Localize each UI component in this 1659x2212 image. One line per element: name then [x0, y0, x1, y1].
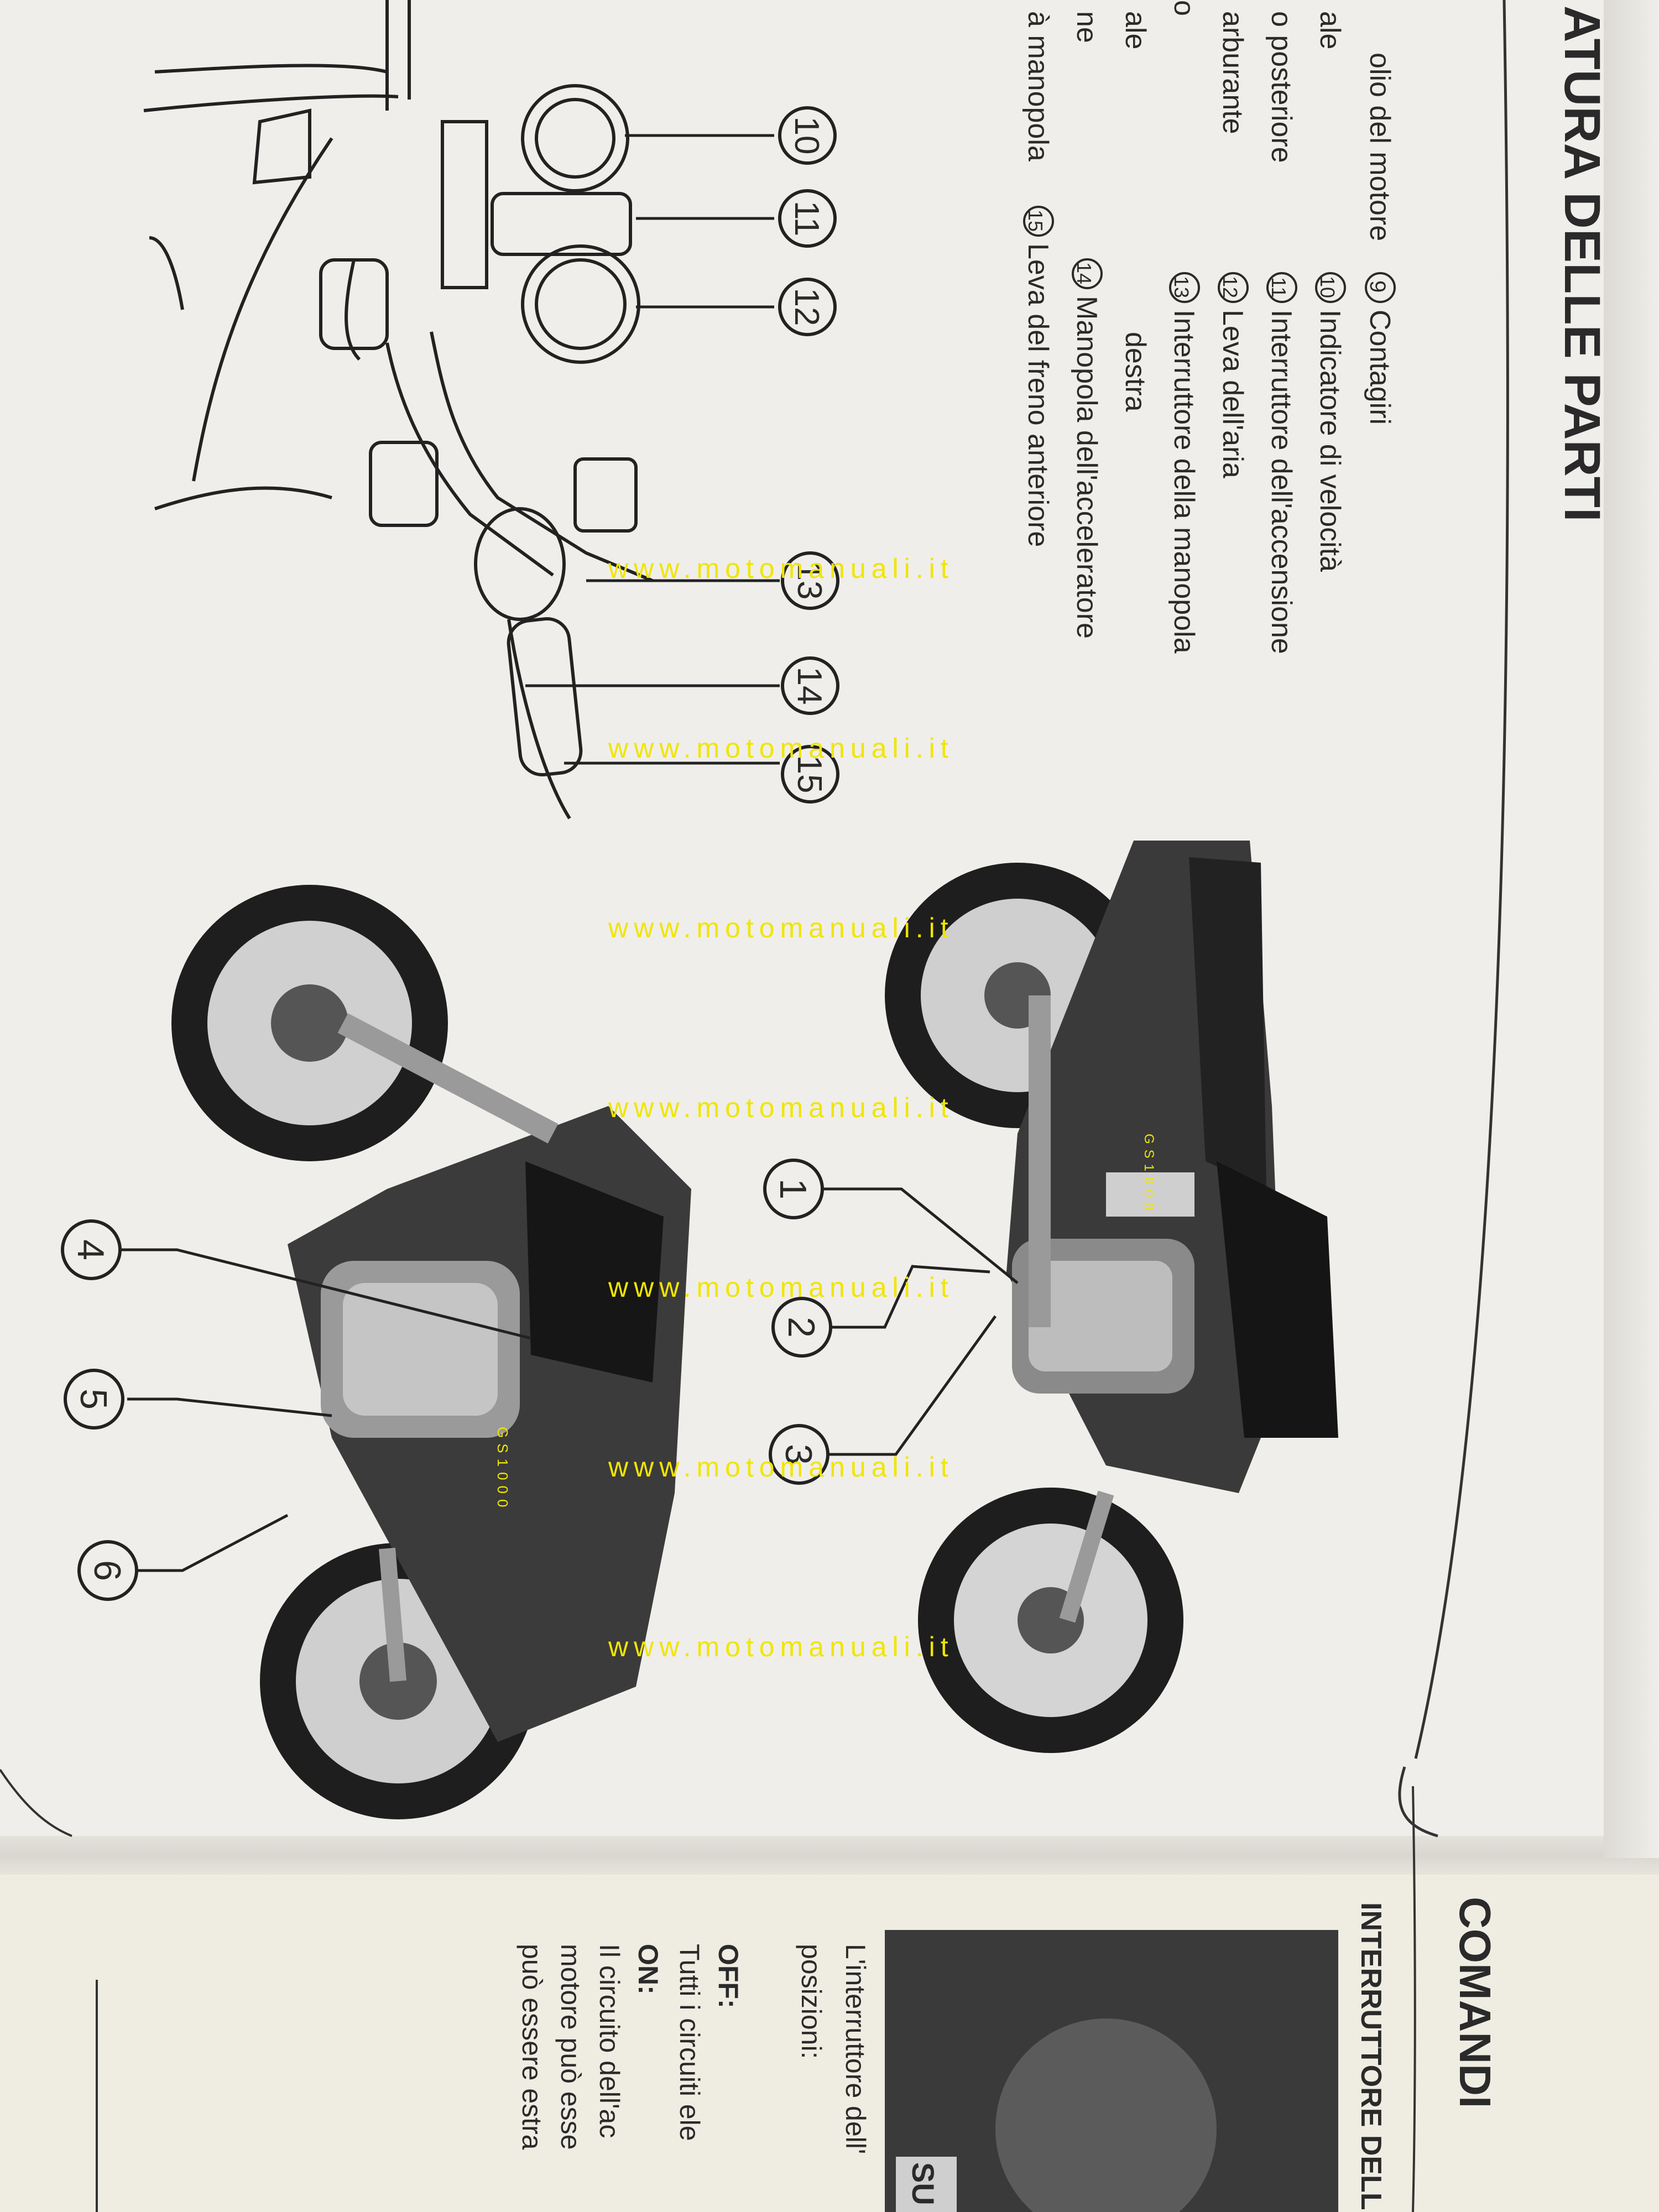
- next-page-title: COMANDI: [1451, 1897, 1500, 2108]
- fragment-text: ale: [1119, 11, 1151, 49]
- handlebar-callouts: 10 11 12 13 14 15: [778, 106, 839, 804]
- fragment-text: arburante: [1217, 11, 1249, 134]
- fragment-text: ale: [1314, 11, 1346, 49]
- legend-label: Interruttore della manopola: [1168, 310, 1200, 654]
- legend-label: Leva del freno anteriore: [1022, 243, 1054, 547]
- next-page-subtitle: INTERRUTTORE DELL: [1355, 1902, 1387, 2210]
- fragment-text: ne: [1071, 11, 1103, 43]
- watermark-text: www.motomanuali.it: [608, 553, 954, 584]
- legend-label: Contagiri: [1364, 310, 1396, 425]
- callout-11: 11: [787, 201, 826, 236]
- legend-number-circle: [1365, 272, 1396, 303]
- legend-label: destra: [1119, 332, 1151, 412]
- next-page-body-line: Il circuito dell'ac: [594, 1944, 625, 2138]
- fragment-text: o: [1168, 0, 1200, 16]
- watermark-text: www.motomanuali.it: [608, 1631, 954, 1662]
- next-page-body-line: OFF:: [713, 1944, 744, 2008]
- next-manual-page: [0, 1858, 1659, 2212]
- watermark-text: www.motomanuali.it: [608, 912, 954, 943]
- callout-5: 5: [72, 1389, 114, 1410]
- legend-number: 14: [1073, 262, 1095, 284]
- handlebar-illustration: [143, 0, 654, 820]
- legend-number: 13: [1170, 276, 1193, 298]
- callout-14: 14: [790, 667, 828, 705]
- legend-label: Manopola dell'acceleratore: [1071, 296, 1103, 639]
- legend-number-circle: [1266, 272, 1297, 303]
- motorcycle-photo-right-side: GS1000: [885, 841, 1338, 1753]
- legend-number-circle: [1072, 258, 1103, 289]
- legend-number-circle: [1169, 272, 1200, 303]
- page-title: ATURA DELLE PARTI: [1554, 6, 1610, 522]
- left-fragments: olio del motore ale o posteriore arburan…: [1022, 0, 1396, 241]
- legend-number-circle: [1315, 272, 1346, 303]
- callout-12: 12: [787, 288, 826, 326]
- legend-number-circle: [1023, 206, 1054, 237]
- next-page-body-line: motore può esse: [555, 1944, 586, 2150]
- page-edge: [1604, 0, 1659, 1858]
- watermark-text: www.motomanuali.it: [608, 1452, 954, 1483]
- callout-3: 3: [778, 1444, 820, 1465]
- callout-15: 15: [790, 755, 828, 794]
- page-border-line: [1414, 0, 1509, 1759]
- legend-number: 10: [1316, 276, 1339, 298]
- legend-label: Interruttore dell'accensione: [1265, 310, 1297, 654]
- legend-label: Leva dell'aria: [1217, 310, 1249, 478]
- bike-badge-right: GS1000: [1141, 1134, 1156, 1215]
- legend-number: 15: [1024, 210, 1047, 232]
- watermark-text: www.motomanuali.it: [608, 1092, 954, 1123]
- legend-number: 9: [1365, 280, 1390, 293]
- legend-number-circle: [1218, 272, 1249, 303]
- motorcycle-photo-left-side: GS1000: [171, 885, 691, 1819]
- fragment-text: o posteriore: [1265, 11, 1297, 163]
- page-gutter: [0, 1836, 1659, 1875]
- next-page-body-line: può essere estra: [517, 1944, 547, 2150]
- fragment-text: à manopola: [1022, 11, 1054, 161]
- next-page-body-line: Tutti i circuiti ele: [674, 1944, 705, 2141]
- legend-label: Indicatore di velocità: [1314, 310, 1346, 572]
- bike-callouts: 1 2 3 4 5 6: [61, 1159, 832, 1601]
- fragment-text: olio del motore: [1364, 53, 1396, 241]
- callout-2: 2: [780, 1317, 822, 1338]
- next-page-body-line: posizioni:: [796, 1944, 827, 2059]
- next-page-content: COMANDI INTERRUTTORE DELL SU L'interrutt…: [517, 1897, 1500, 2212]
- legend-number: 12: [1219, 276, 1241, 298]
- callout-1: 1: [772, 1178, 814, 1199]
- photo-dial: [995, 2018, 1217, 2212]
- callout-10: 10: [787, 117, 826, 155]
- watermark-text: www.motomanuali.it: [608, 733, 954, 764]
- callout-4: 4: [70, 1239, 112, 1260]
- bike-badge-left: GS1000: [494, 1427, 511, 1512]
- next-page-body-line: L'interruttore dell': [840, 1944, 871, 2154]
- watermark-text: www.motomanuali.it: [608, 1272, 954, 1303]
- page-bottom-curve: [0, 1768, 72, 1837]
- legend-number: 11: [1267, 277, 1290, 298]
- watermarks: www.motomanuali.it www.motomanuali.it ww…: [608, 553, 954, 1662]
- next-page-body-line: ON:: [633, 1944, 664, 1995]
- handlebar-callout-lines: [525, 134, 780, 765]
- callout-13: 13: [790, 562, 828, 600]
- legend-list: 9 Contagiri 10 Indicatore di velocità 11…: [1022, 206, 1396, 654]
- page-border-curve: [1398, 1766, 1438, 1838]
- photo-badge-text: SU: [906, 2162, 941, 2205]
- bike-callout-lines: [122, 1187, 1019, 1572]
- photo-badge: [896, 2157, 957, 2212]
- callout-6: 6: [86, 1560, 128, 1581]
- second-page-right-rule: [1412, 1786, 1416, 2212]
